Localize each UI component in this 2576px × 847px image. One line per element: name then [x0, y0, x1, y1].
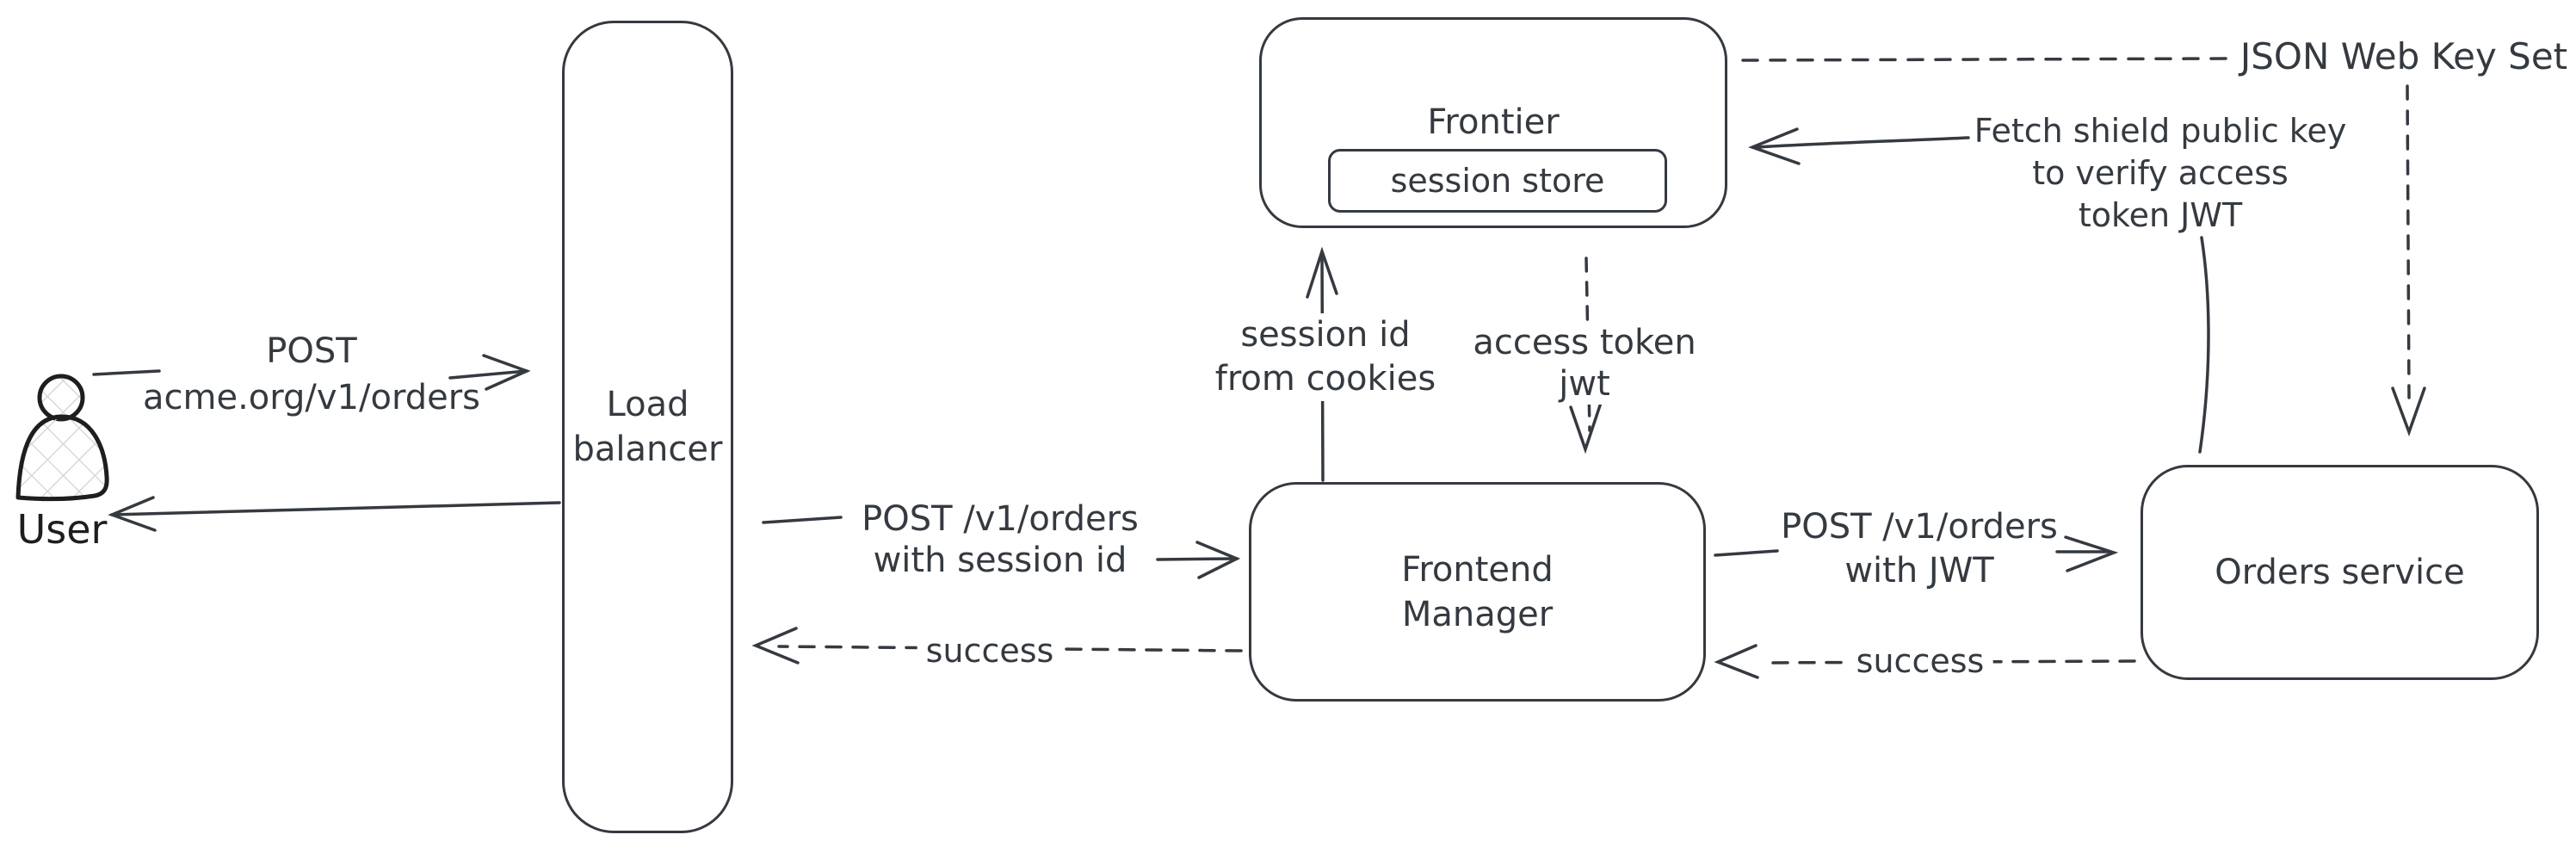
orders-request-label: POST /v1/orders with JWT: [1781, 505, 2058, 593]
orders-request-label-line2: with JWT: [1844, 551, 1994, 590]
lb-to-fm-arrow: [762, 516, 1241, 579]
access-token-label-line1: access token: [1473, 322, 1696, 363]
frontier-label: Frontier: [1427, 102, 1560, 142]
fetch-key-label-line3: token JWT: [2078, 196, 2243, 234]
session-store-label: session store: [1390, 162, 1605, 200]
orders-service-label: Orders service: [2215, 553, 2465, 592]
lb-request-label: POST /v1/orders with session id: [862, 498, 1139, 581]
load-balancer-label: Load balancer: [573, 382, 723, 472]
lb-to-user-arrow: [108, 496, 561, 532]
frontend-manager-label-line1: Frontend: [1401, 549, 1554, 590]
orders-to-frontier-fetch-arrow: [1748, 127, 2210, 454]
user-request-label-line2: acme.org/v1/orders: [143, 378, 480, 417]
user-request-label-line1: POST: [266, 331, 357, 371]
frontier-to-jwks-dashed-line: [1741, 57, 2232, 62]
fetch-key-label-line1: Fetch shield public key: [1974, 112, 2347, 150]
fm-to-lb-success-arrow: [751, 627, 1243, 665]
person-icon: [15, 374, 109, 502]
load-balancer-label-line2: balancer: [572, 430, 723, 469]
session-lookup-label: session id from cookies: [1206, 313, 1445, 401]
access-token-label-line2: jwt: [1473, 363, 1696, 405]
orders-request-label-line1: POST /v1/orders: [1781, 507, 2058, 547]
user-label: User: [16, 506, 108, 553]
orders-service-node: Orders service: [2140, 465, 2539, 680]
frontend-manager-label: Frontend Manager: [1401, 547, 1554, 637]
lb-request-label-line2: with session id: [873, 541, 1127, 580]
access-token-label: access token jwt: [1464, 322, 1705, 405]
lb-success-label: success: [917, 633, 1063, 669]
orders-success-label: success: [1847, 643, 1993, 679]
load-balancer-label-line1: Load: [606, 385, 689, 424]
session-lookup-label-line1: session id: [1214, 313, 1436, 357]
frontend-manager-node: Frontend Manager: [1249, 482, 1706, 702]
user-request-label: POST acme.org/v1/orders: [143, 328, 480, 421]
jwks-to-orders-arrow: [2391, 84, 2426, 437]
frontend-manager-label-line2: Manager: [1401, 594, 1554, 634]
load-balancer-node: Load balancer: [562, 21, 733, 833]
jwks-label: JSON Web Key Set: [2239, 35, 2568, 77]
session-lookup-label-line2: from cookies: [1214, 357, 1436, 401]
fetch-key-label: Fetch shield public key to verify access…: [1974, 110, 2347, 237]
fm-to-orders-arrow: [1714, 535, 2119, 572]
lb-request-label-line1: POST /v1/orders: [862, 499, 1139, 539]
fetch-key-label-line2: to verify access: [2032, 154, 2289, 192]
user-to-lb-arrow: [92, 354, 531, 391]
session-store-node: session store: [1328, 149, 1667, 213]
